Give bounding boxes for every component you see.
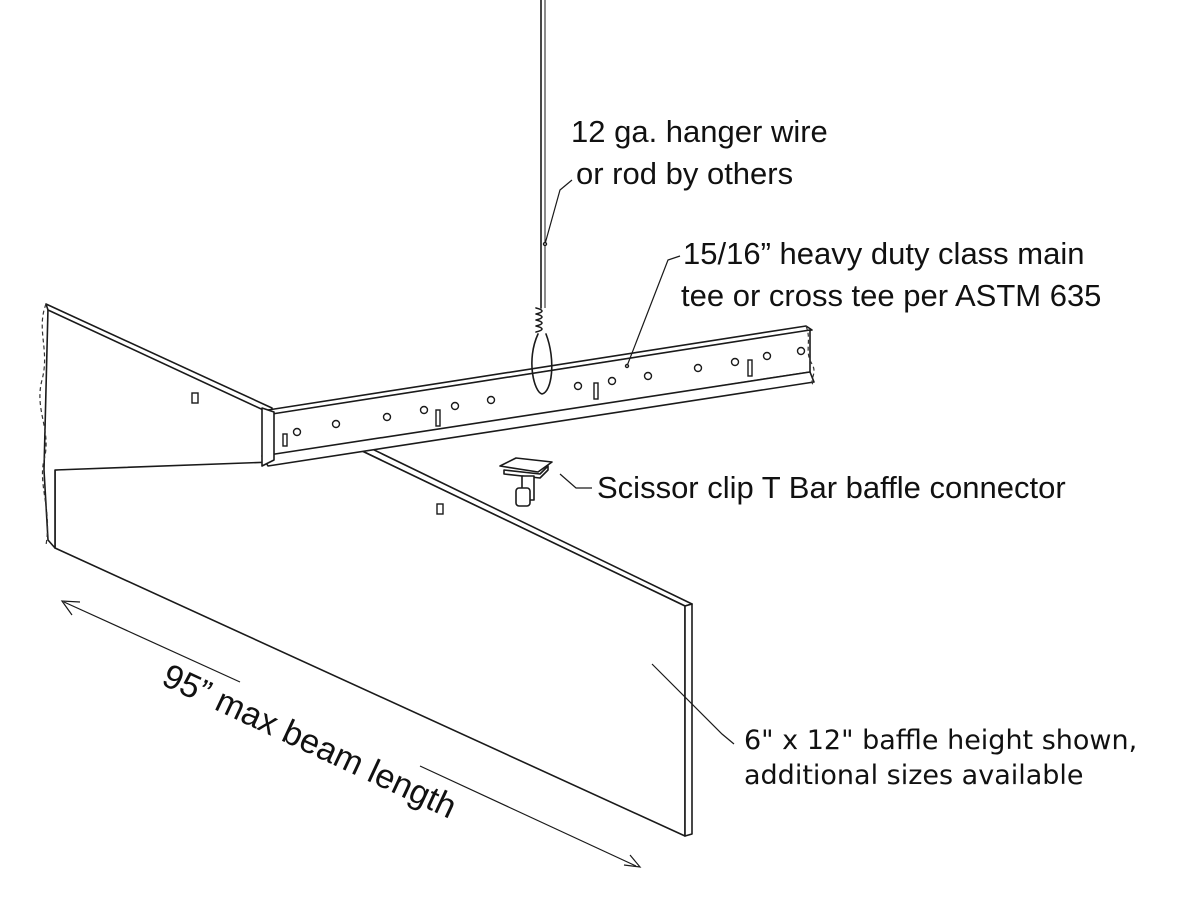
label-tee-line2: tee or cross tee per ASTM 635 — [681, 278, 1101, 313]
leader-hanger-wire — [544, 179, 573, 245]
break-line-tee — [805, 325, 815, 387]
label-hanger-wire-line1: 12 ga. hanger wire — [571, 114, 828, 149]
baffle-panel-front — [54, 446, 693, 837]
leader-clip — [559, 473, 592, 489]
scissor-clip — [499, 457, 553, 507]
leader-baffle — [651, 663, 735, 745]
tee-holes — [282, 346, 806, 447]
leader-tee — [626, 255, 681, 367]
break-line-top — [39, 303, 49, 546]
dimension-beam-length — [60, 600, 642, 868]
label-tee-line1: 15/16” heavy duty class main — [683, 236, 1085, 271]
hanger-wire — [531, 0, 553, 395]
main-tee — [261, 325, 815, 467]
label-baffle-line2: additional sizes available — [744, 760, 1084, 791]
label-hanger-wire-line2: or rod by others — [576, 156, 793, 191]
label-clip: Scissor clip T Bar baffle connector — [597, 470, 1066, 505]
label-baffle-line1: 6" x 12" baffle height shown, — [744, 725, 1137, 756]
